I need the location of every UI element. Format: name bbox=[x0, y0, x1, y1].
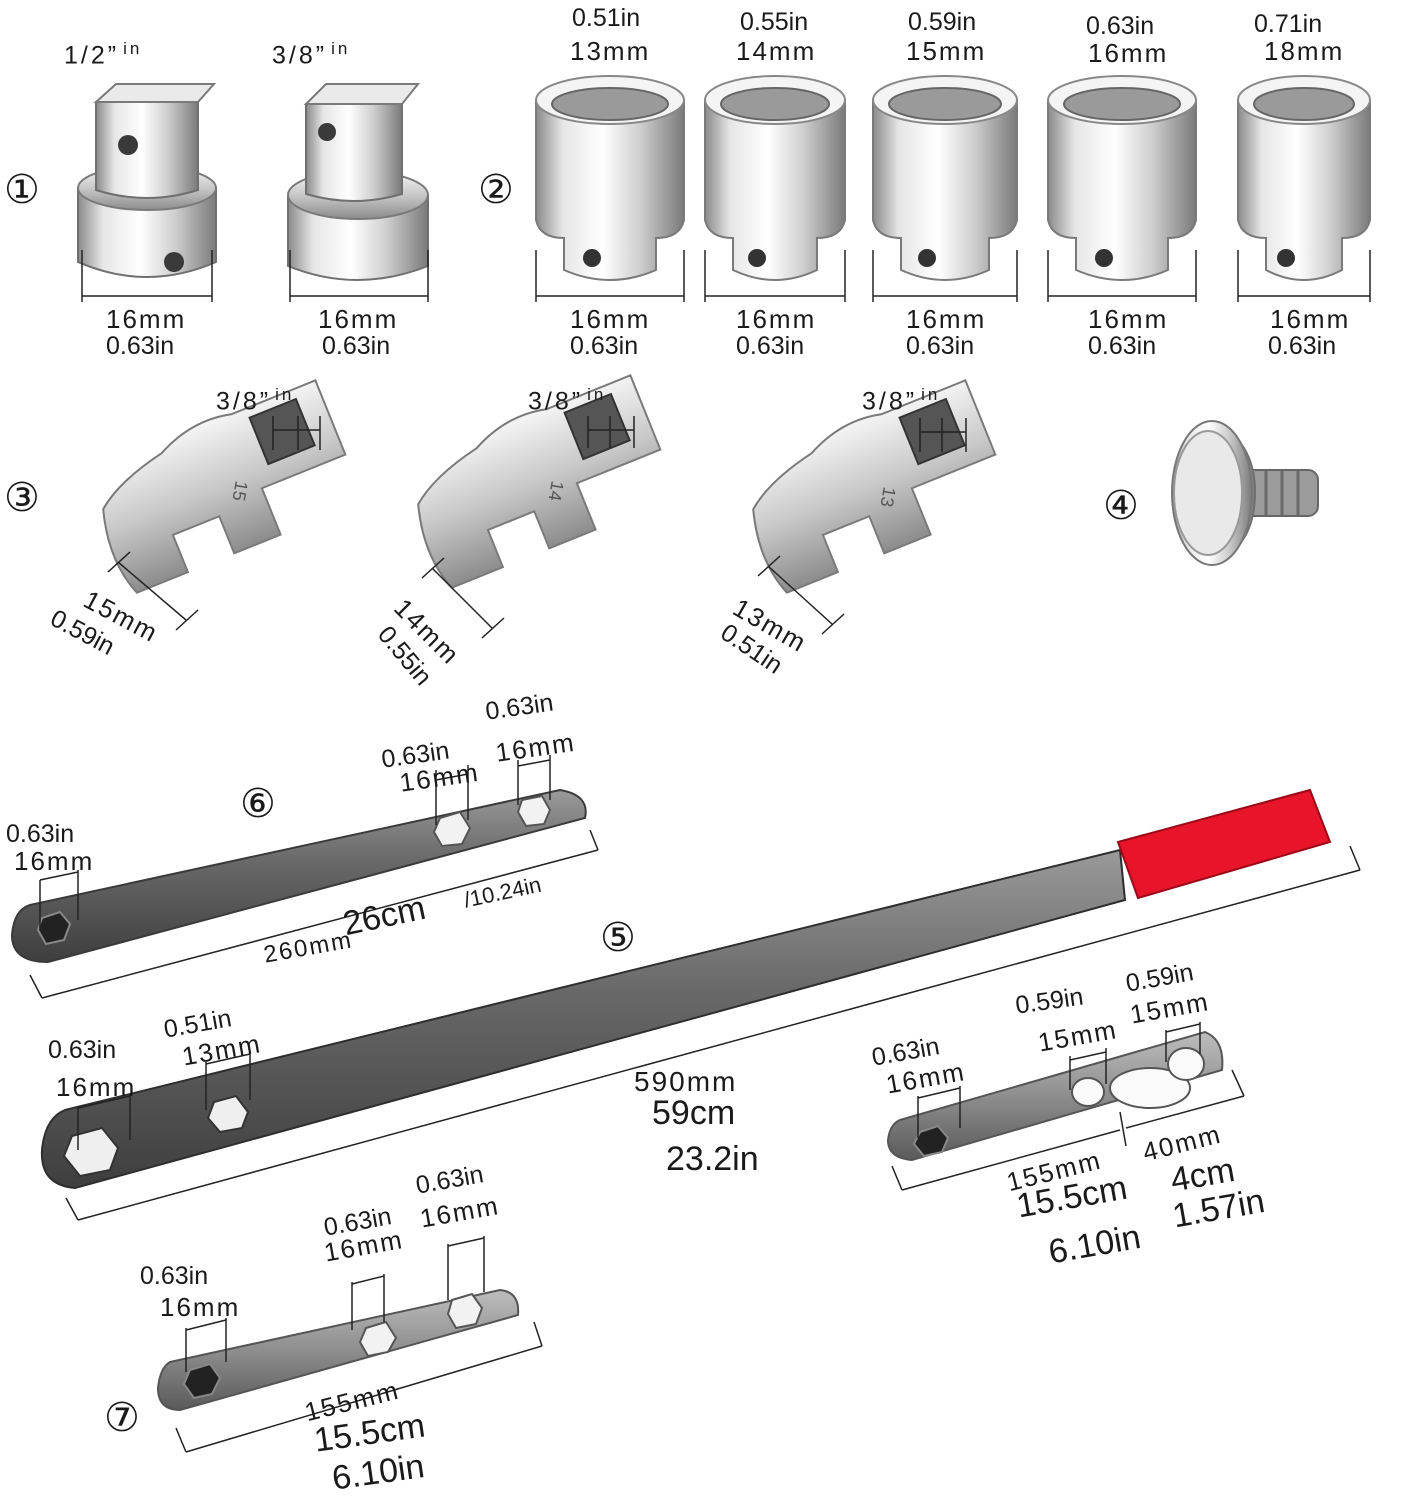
adapter-1-drive-unit: in bbox=[123, 39, 143, 58]
socket-3-base-in: 0.63in bbox=[906, 332, 975, 360]
adapter-2-drive-unit: in bbox=[331, 39, 351, 58]
crowfoot-2-drive: 3/8”in bbox=[528, 386, 606, 414]
flange-bolt bbox=[1171, 420, 1319, 566]
marker-1: ① bbox=[4, 167, 40, 213]
socket-4-base-mm: 16mm bbox=[1088, 304, 1169, 334]
dimension-lines bbox=[29, 250, 1371, 1453]
adapter-2-drive: 3/8”in bbox=[272, 40, 350, 68]
socket-5-base-in: 0.63in bbox=[1268, 332, 1337, 360]
adapter-three-eighths bbox=[287, 83, 429, 281]
socket-2-top-mm: 14mm bbox=[736, 36, 817, 66]
socket-5-top-mm: 18mm bbox=[1264, 36, 1345, 66]
socket-1-top-in: 0.51in bbox=[572, 4, 641, 32]
adapter-half-inch bbox=[77, 83, 217, 278]
bar-5-long-wrench bbox=[40, 788, 1332, 1190]
crowfoot-1-stamp: 15 bbox=[228, 479, 252, 503]
marker-7: ⑦ bbox=[104, 1395, 140, 1441]
marker-3: ③ bbox=[4, 475, 40, 521]
socket-1-top-mm: 13mm bbox=[570, 36, 651, 66]
crowfoot-1-drive-value: 3/8” bbox=[216, 387, 272, 416]
socket-2 bbox=[704, 75, 846, 281]
bar-right-wrench bbox=[886, 1030, 1224, 1162]
socket-3 bbox=[872, 75, 1018, 281]
bar6-left-mm: 16mm bbox=[14, 846, 95, 876]
socket-1 bbox=[535, 75, 685, 281]
bar5-left-mm: 16mm bbox=[56, 1072, 137, 1102]
socket-4-top-mm: 16mm bbox=[1088, 38, 1169, 68]
crowfoot-1-drive: 3/8”in bbox=[216, 386, 294, 414]
crowfoot-2-drive-unit: in bbox=[587, 385, 607, 404]
adapter-1-drive: 1/2”in bbox=[64, 40, 142, 68]
crowfoot-1-drive-unit: in bbox=[275, 385, 295, 404]
marker-5: ⑤ bbox=[600, 915, 636, 961]
bar7-left-mm: 16mm bbox=[160, 1292, 241, 1322]
socket-5 bbox=[1237, 75, 1371, 281]
adapter-2-drive-value: 3/8” bbox=[272, 41, 328, 70]
marker-4: ④ bbox=[1103, 483, 1139, 529]
socket-4-base-in: 0.63in bbox=[1088, 332, 1157, 360]
crowfoot-3-stamp: 13 bbox=[876, 485, 900, 509]
socket-4 bbox=[1047, 75, 1197, 281]
socket-2-base-in: 0.63in bbox=[736, 332, 805, 360]
adapter-2-in: 0.63in bbox=[322, 332, 391, 360]
crowfoot-3-drive: 3/8”in bbox=[862, 386, 940, 414]
socket-3-top-in: 0.59in bbox=[908, 8, 977, 36]
adapter-1-drive-value: 1/2” bbox=[64, 41, 120, 70]
socket-5-top-in: 0.71in bbox=[1254, 10, 1323, 38]
marker-6: ⑥ bbox=[240, 781, 276, 827]
bar7-left-in: 0.63in bbox=[140, 1262, 209, 1290]
socket-group bbox=[535, 75, 1371, 281]
crowfoot-2-drive-value: 3/8” bbox=[528, 387, 584, 416]
bar5-length-mm: 590mm bbox=[634, 1066, 738, 1097]
socket-1-base-in: 0.63in bbox=[570, 332, 639, 360]
marker-2: ② bbox=[478, 167, 514, 213]
adapter-1-in: 0.63in bbox=[106, 332, 175, 360]
bar-7-wrench bbox=[156, 1288, 520, 1412]
bar5-length-cm: 59cm bbox=[652, 1094, 736, 1132]
socket-1-base-mm: 16mm bbox=[570, 304, 651, 334]
bar5-length-in: 23.2in bbox=[666, 1140, 759, 1178]
socket-3-base-mm: 16mm bbox=[906, 304, 987, 334]
socket-2-base-mm: 16mm bbox=[736, 304, 817, 334]
adapter-2-mm: 16mm bbox=[318, 304, 399, 334]
socket-4-top-in: 0.63in bbox=[1086, 12, 1155, 40]
bar5-left-in: 0.63in bbox=[48, 1036, 117, 1064]
adapter-1-mm: 16mm bbox=[106, 304, 187, 334]
bar6-left-in: 0.63in bbox=[6, 820, 75, 848]
socket-5-base-mm: 16mm bbox=[1270, 304, 1351, 334]
crowfoot-2-stamp: 14 bbox=[544, 479, 568, 503]
bar-6-wrench bbox=[10, 788, 587, 964]
socket-3-top-mm: 15mm bbox=[906, 36, 987, 66]
crowfoot-3-drive-value: 3/8” bbox=[862, 387, 918, 416]
socket-2-top-in: 0.55in bbox=[740, 8, 809, 36]
crowfoot-3-drive-unit: in bbox=[921, 385, 941, 404]
crowfoot-14 bbox=[417, 374, 662, 589]
